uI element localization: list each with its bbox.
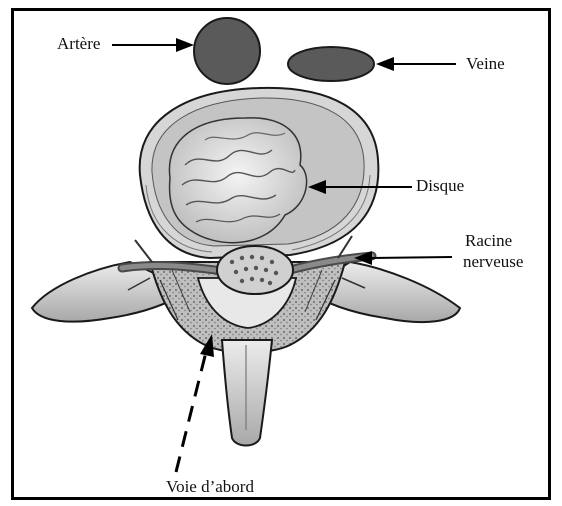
label-nerve-root-line1: Racine	[465, 232, 512, 251]
artery	[194, 18, 260, 84]
vertebral-disc	[140, 88, 379, 258]
approach-path-arrow	[176, 334, 214, 472]
label-disc: Disque	[416, 177, 464, 196]
label-approach: Voie d’abord	[166, 478, 254, 497]
vein	[288, 47, 374, 81]
label-nerve-root-line2: nerveuse	[463, 253, 523, 272]
label-vein: Veine	[466, 55, 505, 74]
label-artery: Artère	[57, 35, 100, 54]
